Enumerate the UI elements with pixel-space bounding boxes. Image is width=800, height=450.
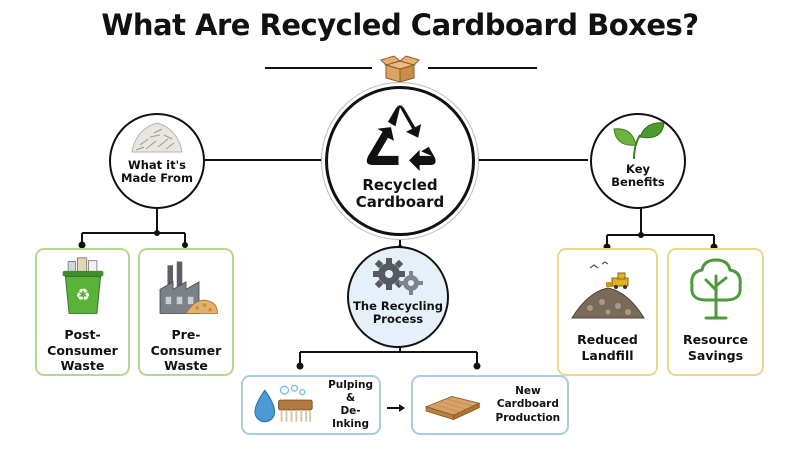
- key-benefits-label-line2: Benefits: [611, 175, 665, 190]
- resource-savings-card: Resource Savings: [667, 248, 764, 376]
- new-cardboard-label-line1: New Cardboard: [496, 385, 559, 411]
- pre-consumer-waste-card: Pre-Consumer Waste: [138, 248, 234, 376]
- pulping-deinking-step: Pulping & De-Inking: [241, 375, 381, 435]
- cardboard-sheet-icon: [424, 395, 481, 421]
- shredded-paper-icon: [131, 122, 183, 153]
- water-brush-icon: [254, 384, 313, 423]
- center-node: Recycled Cardboard: [325, 86, 475, 236]
- page-title: What Are Recycled Cardboard Boxes?: [101, 8, 699, 42]
- pre-consumer-label-line2: Waste: [164, 358, 208, 374]
- post-consumer-label-line2: Waste: [60, 358, 105, 374]
- factory-icon: [159, 261, 218, 314]
- process-label-line1: The Recycling: [353, 299, 443, 313]
- made-from-label-line1: What it's: [128, 158, 186, 172]
- reduced-landfill-card: Reduced Landfill: [557, 248, 658, 376]
- pre-consumer-label-line1: Pre-Consumer: [150, 327, 222, 358]
- new-cardboard-label-line2: Production: [495, 411, 561, 424]
- post-consumer-waste-card: ♻ Post-Consumer Waste: [35, 248, 130, 376]
- gears-icon: [373, 258, 423, 295]
- process-label-line2: Process: [372, 312, 424, 327]
- tree-icon: [689, 258, 742, 320]
- landfill-icon: [570, 261, 645, 319]
- recycle-icon: [366, 105, 436, 171]
- made-from-node: What it's Made From: [109, 113, 205, 209]
- cardboard-box-icon: [380, 55, 420, 83]
- resource-savings-label-line1: Resource: [682, 332, 749, 347]
- reduced-landfill-label-line2: Landfill: [581, 347, 634, 363]
- recycling-process-node: The Recycling Process: [347, 246, 449, 348]
- svg-text:♻: ♻: [75, 285, 90, 304]
- post-consumer-label-line1: Post-Consumer: [47, 327, 118, 358]
- key-benefits-node: Key Benefits: [590, 113, 686, 209]
- center-label-line2: Cardboard: [355, 193, 445, 212]
- center-label-line1: Recycled: [362, 176, 438, 194]
- pulping-label-line2: De-Inking: [332, 405, 370, 431]
- resource-savings-label-line2: Savings: [687, 347, 744, 363]
- made-from-label-line2: Made From: [121, 171, 193, 186]
- new-cardboard-production-step: New Cardboard Production: [411, 375, 569, 435]
- key-benefits-label-line1: Key: [625, 162, 650, 176]
- pulping-label-line1: Pulping &: [328, 378, 373, 404]
- reduced-landfill-label-line1: Reduced: [577, 332, 638, 347]
- recycling-bin-icon: ♻: [62, 257, 103, 314]
- leaves-icon: [613, 122, 665, 160]
